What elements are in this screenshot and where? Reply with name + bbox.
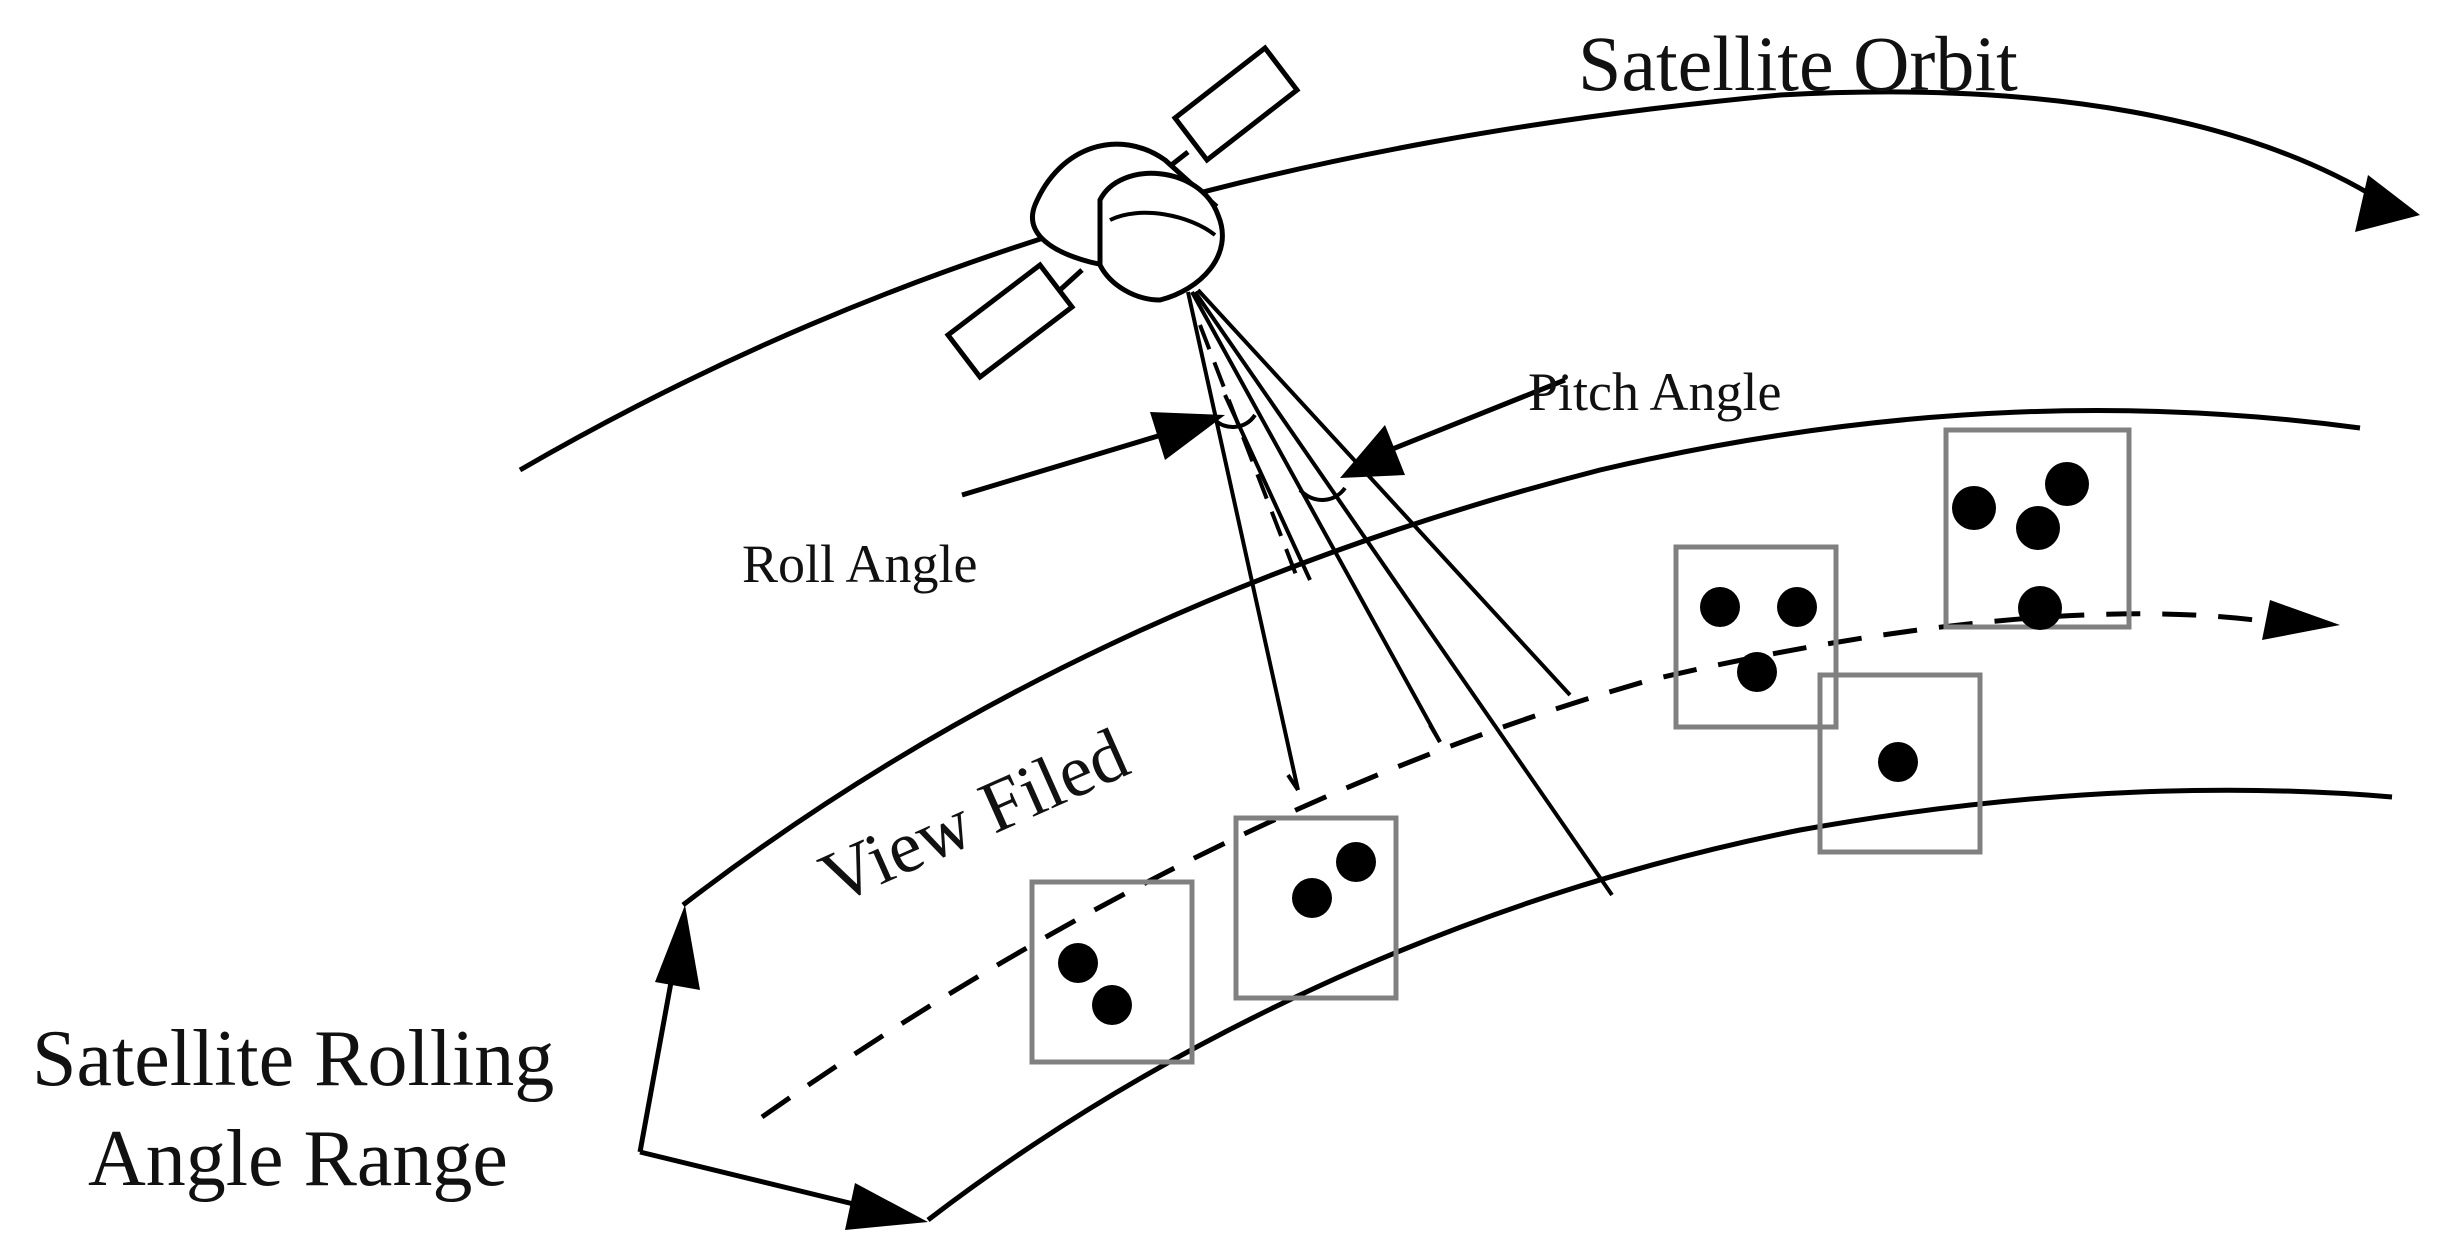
target-dot xyxy=(2045,462,2089,506)
target-box-2 xyxy=(1233,815,1399,1001)
swath-upper-boundary xyxy=(681,408,2361,907)
pitch-angle-arrowhead xyxy=(1340,425,1405,478)
rolling-range-arrow xyxy=(637,905,928,1230)
label-pitch-angle: Pitch Angle xyxy=(1528,362,1782,422)
target-box-frame xyxy=(1029,879,1195,1065)
label-satellite-orbit: Satellite Orbit xyxy=(1578,20,2018,107)
label-rolling-range-line1: Satellite Rolling xyxy=(32,1015,554,1103)
target-dot xyxy=(1058,943,1098,983)
satellite-dish-rim xyxy=(1109,210,1217,237)
cone-short-axis xyxy=(1223,394,1312,581)
roll-angle-arrow-shaft xyxy=(961,427,1179,498)
satellite-arm-lower xyxy=(1058,268,1084,292)
target-dot xyxy=(1336,842,1376,882)
cone-tick-2 xyxy=(1428,723,1442,744)
rolling-range-arrowhead-bottom xyxy=(845,1183,928,1230)
sensor-view-cone xyxy=(1186,288,1614,897)
target-dot xyxy=(2016,506,2060,550)
target-box-frame xyxy=(1817,672,1983,855)
satellite-dish xyxy=(1097,170,1225,303)
label-roll-angle: Roll Angle xyxy=(742,534,978,594)
roll-angle-arc xyxy=(1213,413,1257,429)
label-rolling-range-line2: Angle Range xyxy=(88,1115,508,1203)
target-box-frame xyxy=(1673,544,1839,730)
roll-angle-arrowhead xyxy=(1150,412,1225,460)
target-dot xyxy=(2018,586,2062,630)
target-box-5 xyxy=(1943,427,2132,630)
satellite-orbit-arc xyxy=(518,89,2382,473)
ground-track-dashed xyxy=(760,611,2271,1120)
label-view-field: View Filed xyxy=(809,713,1141,921)
target-dot xyxy=(1292,878,1332,918)
rolling-range-arrowhead-top xyxy=(655,905,700,990)
cone-tick-1 xyxy=(1286,773,1300,792)
swath-lower-boundary xyxy=(926,787,2393,1222)
pitch-angle-arc xyxy=(1298,486,1347,502)
pitch-angle-arrow-shaft xyxy=(1389,377,1566,453)
target-dot xyxy=(1700,587,1740,627)
satellite-icon xyxy=(944,44,1301,381)
target-box-1 xyxy=(1029,879,1195,1065)
target-box-3 xyxy=(1673,544,1839,730)
target-box-4 xyxy=(1817,672,1983,855)
target-dot xyxy=(1092,985,1132,1025)
satellite-solar-panel-upper xyxy=(1171,44,1301,164)
rolling-range-shaft-horizontal xyxy=(639,1149,871,1211)
satellite-orbit-arrowhead xyxy=(2355,175,2420,232)
target-dot xyxy=(1952,486,1996,530)
cone-line-2 xyxy=(1190,291,1442,743)
ground-track-arrowhead xyxy=(2262,600,2340,640)
satellite-solar-panel-lower xyxy=(944,261,1076,381)
cone-dashed-axis xyxy=(1198,324,1300,581)
rolling-range-shaft-vertical xyxy=(637,954,679,1153)
cone-line-1 xyxy=(1186,291,1300,791)
target-dot xyxy=(1777,587,1817,627)
target-dot xyxy=(1737,652,1777,692)
target-dot xyxy=(1878,742,1918,782)
target-box-frame xyxy=(1233,815,1399,1001)
cone-line-4 xyxy=(1196,288,1572,697)
cone-line-3 xyxy=(1193,290,1614,897)
